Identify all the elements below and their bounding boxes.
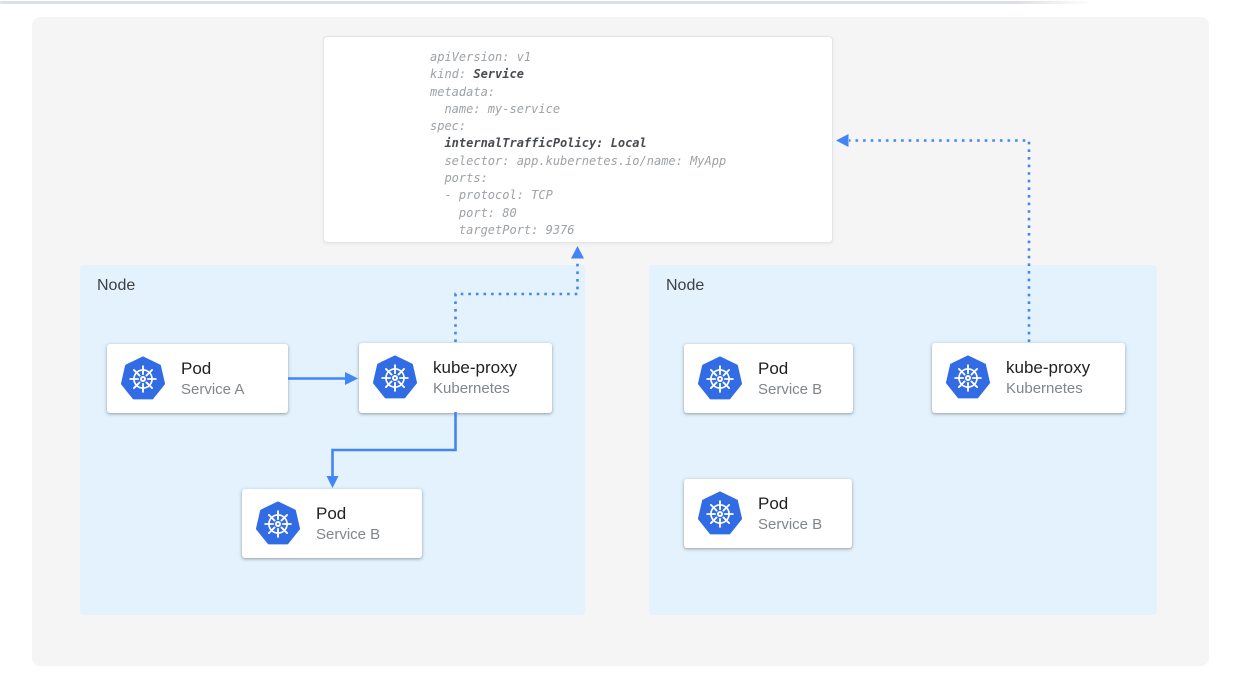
- yaml-line: ports:: [430, 171, 488, 186]
- yaml-line: name: my-service: [430, 101, 561, 116]
- node-label: Node: [666, 277, 705, 294]
- kubernetes-icon: [372, 355, 418, 401]
- node-box-right: Node Pod Service B kube-proxy Kubernetes…: [649, 265, 1157, 615]
- card-kube-proxy-left: kube-proxy Kubernetes: [359, 343, 552, 413]
- diagram-canvas: apiVersion: v1 kind: Service metadata: n…: [32, 17, 1209, 666]
- card-title: Pod: [758, 358, 789, 378]
- card-text: Pod Service B: [758, 359, 822, 399]
- card-text: kube-proxy Kubernetes: [433, 358, 517, 398]
- node-label: Node: [97, 277, 136, 294]
- card-title: kube-proxy: [433, 358, 518, 377]
- card-text: Pod Service A: [181, 359, 244, 399]
- card-subtitle: Kubernetes: [433, 380, 510, 397]
- card-pod-service-b-right-bottom: Pod Service B: [684, 479, 852, 548]
- node-box-left: Node Pod Service A kube-proxy Kubernetes…: [80, 265, 585, 615]
- yaml-line: targetPort: 9376: [430, 222, 575, 237]
- card-title: kube-proxy: [1006, 358, 1091, 377]
- top-divider: [0, 1, 1092, 4]
- kubernetes-icon: [945, 355, 991, 401]
- card-subtitle: Service A: [181, 380, 245, 398]
- card-subtitle: Service B: [316, 525, 381, 543]
- service-yaml-card: apiVersion: v1 kind: Service metadata: n…: [323, 36, 833, 243]
- kubernetes-icon: [120, 356, 166, 402]
- card-text: Pod Service B: [316, 504, 380, 544]
- card-title: Pod: [316, 503, 347, 523]
- card-pod-service-b-left: Pod Service B: [242, 489, 422, 558]
- card-subtitle: Kubernetes: [1006, 380, 1083, 397]
- yaml-line: spec:: [430, 119, 467, 134]
- card-pod-service-b-right-top: Pod Service B: [684, 344, 853, 413]
- kubernetes-icon: [697, 491, 743, 537]
- card-text: Pod Service B: [758, 494, 822, 534]
- card-pod-service-a: Pod Service A: [107, 344, 288, 413]
- card-subtitle: Service B: [758, 380, 823, 398]
- yaml-line: apiVersion: v1: [430, 50, 532, 64]
- yaml-line: selector: app.kubernetes.io/name: MyApp: [430, 153, 727, 168]
- yaml-line: kind: Service: [430, 67, 524, 82]
- card-title: Pod: [758, 493, 789, 513]
- yaml-line: port: 80: [430, 205, 517, 220]
- yaml-line: - protocol: TCP: [430, 188, 553, 203]
- card-title: Pod: [181, 358, 212, 378]
- yaml-line: internalTrafficPolicy: Local: [444, 136, 647, 151]
- yaml-line: metadata:: [430, 84, 496, 99]
- card-text: kube-proxy Kubernetes: [1006, 358, 1090, 398]
- card-kube-proxy-right: kube-proxy Kubernetes: [932, 343, 1125, 413]
- card-subtitle: Service B: [758, 515, 823, 533]
- kubernetes-icon: [255, 501, 301, 547]
- yaml-code-block: apiVersion: v1 kind: Service metadata: n…: [324, 37, 832, 239]
- kubernetes-icon: [697, 356, 743, 402]
